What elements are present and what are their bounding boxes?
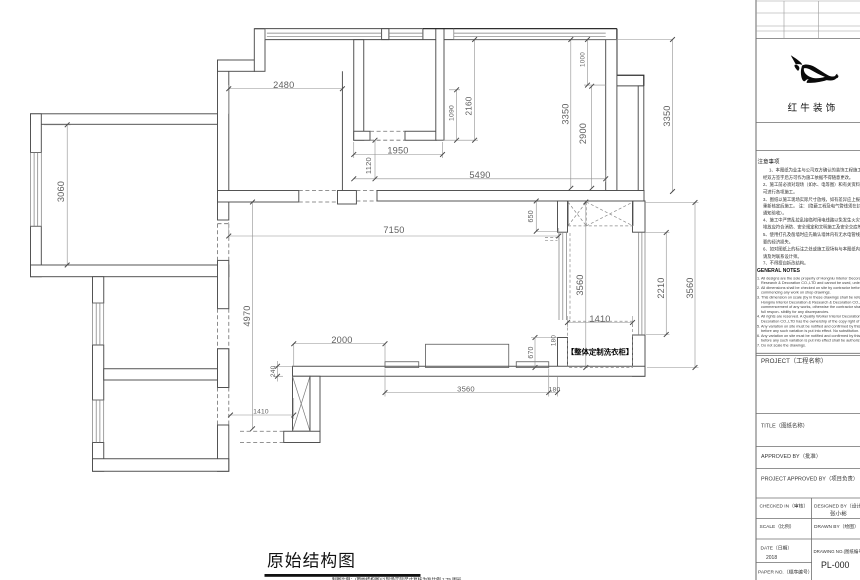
svg-text:1410: 1410: [589, 314, 610, 324]
svg-text:5490: 5490: [469, 170, 490, 180]
svg-text:DESIGNED BY（设计）: DESIGNED BY（设计）: [814, 503, 860, 510]
svg-text:原始结构图: 原始结构图: [267, 552, 356, 571]
svg-text:2018: 2018: [766, 555, 777, 561]
svg-text:堆放应符合消防、安全规定和文明施工及安全交底等要求。: 堆放应符合消防、安全规定和文明施工及安全交底等要求。: [763, 224, 860, 231]
svg-text:DRAWN BY（绘图）: DRAWN BY（绘图）: [814, 523, 859, 530]
svg-text:240: 240: [270, 365, 277, 377]
svg-text:2000: 2000: [331, 335, 352, 345]
svg-text:before any such variation is p: before any such variation is put into ef…: [761, 329, 859, 333]
svg-text:PAPER NO.（顺序编号）: PAPER NO.（顺序编号）: [758, 569, 813, 576]
svg-text:1、本图纸为业主与公司双方确认的装饰工程施工依据之一，须: 1、本图纸为业主与公司双方确认的装饰工程施工依据之一，须: [769, 167, 860, 174]
svg-text:4、施工中严禁乱拉乱接临时用电线路以免发生火灾隐患，材料: 4、施工中严禁乱拉乱接临时用电线路以免发生火灾隐患，材料: [763, 216, 860, 223]
svg-text:PROJECT（工程名称）: PROJECT（工程名称）: [761, 357, 827, 365]
svg-text:7150: 7150: [383, 225, 404, 235]
svg-text:2160: 2160: [465, 96, 474, 115]
svg-text:1. All designs are the sole pr: 1. All designs are the sole property of …: [757, 276, 860, 280]
svg-text:重新核定后施工。 注：（隐蔽工程及电气管线须在封闭之前: 重新核定后施工。 注：（隐蔽工程及电气管线须在封闭之前: [763, 203, 860, 210]
svg-text:DATE（日期）: DATE（日期）: [761, 546, 793, 552]
svg-text:3350: 3350: [561, 103, 571, 124]
svg-text:Decoration CO.,LTD has the own: Decoration CO.,LTD has the ownership of …: [761, 320, 860, 324]
svg-text:红牛装饰: 红牛装饰: [788, 102, 839, 114]
svg-text:7、不得擅自拆改结构。: 7、不得擅自拆改结构。: [763, 259, 808, 266]
svg-text:before any such variation is p: before any such variation is put into ef…: [761, 339, 860, 343]
svg-text:1950: 1950: [387, 146, 408, 156]
svg-text:full respon- sibility for any: full respon- sibility for any discrepanc…: [761, 310, 829, 314]
svg-text:180: 180: [549, 386, 561, 393]
svg-text:5. Any variation on site must: 5. Any variation on site must be notifie…: [757, 324, 860, 328]
svg-text:3、图纸以施工现场实际尺寸放线，如有差异应上报设计师并按: 3、图纸以施工现场实际尺寸放线，如有差异应上报设计师并按: [763, 196, 860, 203]
svg-text:3560: 3560: [685, 277, 695, 298]
svg-text:4. All rights are reserved. A: 4. All rights are reserved. A Quality Wo…: [757, 315, 860, 319]
svg-text:1000: 1000: [579, 52, 586, 67]
svg-text:经双方签字后方可作为施工依据不得随意更改。: 经双方签字后方可作为施工依据不得随意更改。: [763, 174, 853, 181]
svg-text:2480: 2480: [273, 80, 294, 90]
svg-text:2、施工前必须对现场（如水、电等图）和有关资料尺寸进行核: 2、施工前必须对现场（如水、电等图）和有关资料尺寸进行核: [763, 181, 860, 188]
svg-text:【整体定制洗衣柜】: 【整体定制洗衣柜】: [567, 348, 634, 357]
svg-text:3060: 3060: [56, 181, 66, 202]
svg-text:1090: 1090: [449, 105, 456, 121]
svg-text:2210: 2210: [656, 277, 666, 298]
svg-text:PL-000: PL-000: [821, 560, 849, 570]
svg-text:6. Any variation on site must: 6. Any variation on site must be notifie…: [757, 334, 860, 338]
svg-text:1410: 1410: [253, 409, 269, 416]
svg-text:2. All dimensions shall be che: 2. All dimensions shall be checked on si…: [757, 286, 860, 290]
svg-text:3560: 3560: [575, 274, 585, 295]
svg-text:PROJECT APPROVED BY（项目负责）: PROJECT APPROVED BY（项目负责）: [761, 475, 858, 483]
svg-text:670: 670: [528, 346, 535, 358]
svg-text:TITLE（图纸名称）: TITLE（图纸名称）: [761, 422, 808, 430]
svg-text:张小彬: 张小彬: [830, 510, 847, 518]
svg-text:4970: 4970: [242, 305, 252, 326]
svg-text:Hongniu Interior Decoration &: Hongniu Interior Decoration & Research &…: [761, 300, 860, 304]
svg-text:GENERAL NOTES: GENERAL NOTES: [757, 268, 801, 274]
svg-text:5、使用打孔及凿墙时应先确认墙体内有无水电管线以免造成不: 5、使用打孔及凿墙时应先确认墙体内有无水电管线以免造成不: [763, 231, 860, 238]
svg-text:SCALE（比例）: SCALE（比例）: [760, 523, 795, 530]
svg-text:6、如对图纸上的标注之处或施工现场有与本图纸内容不明白之: 6、如对图纸上的标注之处或施工现场有与本图纸内容不明白之: [763, 246, 860, 253]
svg-text:要的经济损失。: 要的经济损失。: [763, 238, 793, 245]
svg-text:制图比例：(原始结构图)以现场实际尺寸复核为准比例 1:75: 制图比例：(原始结构图)以现场实际尺寸复核为准比例 1:75 图号: [332, 576, 462, 580]
svg-text:CHECKED IN（审核）: CHECKED IN（审核）: [760, 503, 809, 510]
svg-text:DRAWING NO.(图纸编号): DRAWING NO.(图纸编号): [814, 548, 860, 555]
svg-text:注意事项: 注意事项: [758, 158, 781, 166]
svg-text:7. Do not scale the drawings.: 7. Do not scale the drawings.: [757, 344, 806, 348]
svg-text:可进行各项施工。: 可进行各项施工。: [763, 189, 797, 196]
svg-text:APPROVED BY（批准）: APPROVED BY（批准）: [761, 452, 821, 460]
svg-text:commencement of any works, oth: commencement of any works, otherwise the…: [761, 305, 860, 309]
svg-text:1120: 1120: [364, 157, 373, 174]
svg-text:commencing any work on shop dr: commencing any work on shop drawings.: [761, 291, 831, 295]
svg-text:3560: 3560: [457, 384, 475, 393]
svg-text:2900: 2900: [578, 123, 588, 144]
svg-text:Research & Decoration CO.,LTD: Research & Decoration CO.,LTD and cannot…: [761, 281, 860, 285]
svg-text:3. This dimension on scale (by: 3. This dimension on scale (by in these …: [757, 296, 860, 300]
svg-text:通知验收）。: 通知验收）。: [763, 209, 787, 216]
svg-text:请及时联系设计师。: 请及时联系设计师。: [763, 253, 802, 260]
svg-text:180: 180: [550, 335, 557, 347]
svg-text:650: 650: [528, 210, 535, 222]
svg-text:3350: 3350: [662, 105, 672, 126]
